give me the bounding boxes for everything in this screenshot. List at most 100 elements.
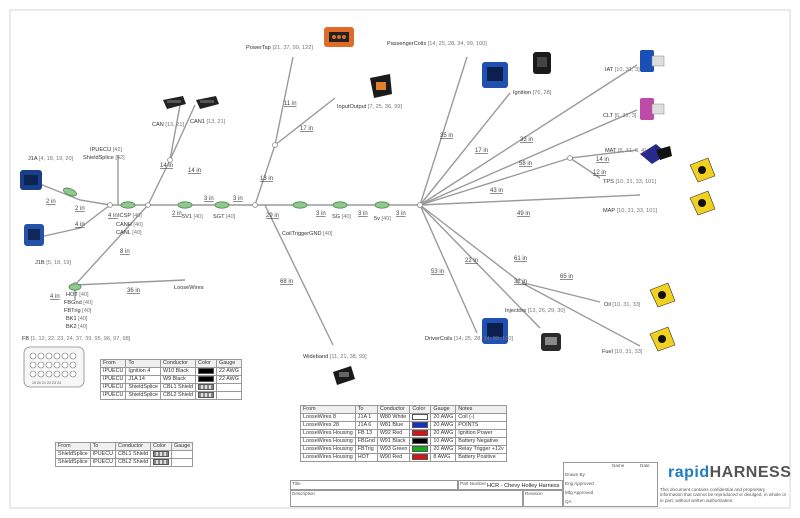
map-label: MAP [10, 31, 33, 101] — [603, 208, 657, 214]
powertap-connector-icon — [324, 27, 354, 47]
wire-color-swatch — [412, 413, 429, 420]
bk1-label: BK1 [40] — [66, 316, 88, 322]
mat-label: MAT [8, 31, 0, 4] — [605, 148, 646, 154]
ignition-label: Ignition [76, 28] — [513, 90, 552, 96]
clt-sensor-icon — [640, 98, 665, 120]
table-cell-conductor: CBL1 Shield — [160, 382, 197, 392]
wire-color-swatch — [412, 429, 429, 436]
j1b-label: J1B [5, 18, 19] — [35, 260, 72, 266]
length-label: 4 in — [108, 213, 118, 219]
powertap-label: PowerTap [21, 37, 99, 122] — [246, 45, 313, 51]
hot-label: HOT [40] — [66, 292, 89, 298]
table-cell-from: IPUECU — [99, 390, 127, 400]
ignition-connector-icon — [533, 52, 551, 74]
oil-label: Oil [10, 31, 33] — [604, 302, 641, 308]
table-header-cell: Gauge — [216, 359, 242, 368]
length-label: 58 in — [519, 161, 532, 167]
table-cell-conductor: W92 Red — [376, 428, 411, 438]
wideband-connector-icon — [333, 366, 355, 385]
table-cell-conductor: W10 Black — [160, 366, 197, 376]
color-swatch-cell — [150, 449, 173, 459]
color-swatch-cell — [150, 457, 173, 467]
table-cell-conductor: W91 Black — [376, 436, 411, 446]
table-header-cell: To — [89, 442, 117, 451]
table-header-cell: Gauge — [171, 442, 194, 451]
junction-node — [272, 142, 278, 148]
fuel-sensor-icon — [649, 326, 676, 352]
length-label: 3 in — [233, 196, 243, 202]
length-label: 68 in — [280, 279, 293, 285]
table-header-cell: Gauge — [430, 405, 457, 414]
j1a-label: J1A [4, 18, 19, 20] — [28, 156, 74, 162]
table-cell-conductor: CBL1 Shield — [115, 449, 152, 459]
junction-node — [107, 202, 113, 208]
table-cell-notes: Coil (-) — [455, 412, 507, 422]
table-cell-from: LooseWires Housing — [300, 436, 356, 446]
table-cell-conductor: W9 Black — [160, 374, 197, 384]
sleeve — [68, 283, 82, 291]
length-label: 2 in — [75, 206, 85, 212]
table-header-cell: Color — [150, 442, 173, 451]
table-cell-conductor: W81 Blue — [376, 420, 411, 430]
table-cell-to: IPUECU — [89, 449, 117, 459]
color-swatch-cell — [409, 452, 432, 462]
part-number-cell — [458, 480, 563, 490]
sleeves — [62, 187, 390, 291]
color-swatch-cell — [409, 420, 432, 430]
length-label: 49 in — [517, 211, 530, 217]
length-label: 32 in — [514, 279, 527, 285]
wire-color-swatch — [412, 445, 429, 452]
length-label: 4 in — [75, 222, 85, 228]
fb-fuse-block-icon: 19 20 21 22 23 24 — [23, 346, 85, 388]
inputoutput-connector-icon — [370, 74, 392, 98]
table-header-cell: From — [55, 442, 91, 451]
wire-color-swatch — [412, 421, 429, 428]
wire-color-swatch — [198, 375, 215, 382]
confidential-notice: This document contains confidential and … — [660, 487, 787, 503]
length-label: 29 in — [266, 213, 279, 219]
5v-label: 5v [40] — [374, 216, 391, 222]
ipuecu-label: IPUECU [42] — [90, 147, 122, 153]
table-cell-gauge: 20 AWG — [430, 412, 457, 422]
canl-label: CANL [40] — [116, 230, 142, 236]
table-cell-to: J1A 14 — [125, 374, 162, 384]
shieldsplice-label: ShieldSplice [42] — [83, 155, 125, 161]
sleeve — [62, 187, 78, 197]
table-cell-to: IPUECU — [89, 457, 117, 467]
iat-sensor-icon — [640, 50, 665, 72]
length-label: 2 in — [172, 211, 182, 217]
length-label: 17 in — [300, 126, 313, 132]
table-cell-notes: Battery Negative — [455, 436, 507, 446]
table-header-cell: From — [99, 359, 127, 368]
table-header-cell: Color — [409, 405, 432, 414]
table-cell-to: ShieldSplice — [125, 390, 162, 400]
table-header-cell: To — [125, 359, 162, 368]
color-swatch-cell — [195, 382, 218, 392]
length-label: 43 in — [490, 188, 503, 194]
drivercoils-connector-icon — [482, 318, 508, 344]
can-connector-icon — [163, 96, 186, 109]
table-cell-notes: Battery Positive — [455, 452, 507, 462]
junction-node — [517, 279, 523, 285]
table-cell-gauge: 20 AWG — [430, 420, 457, 430]
table-cell-to: HOT — [354, 452, 378, 462]
connectors: 19 20 21 22 23 24 — [20, 27, 716, 388]
coiltrigger-label: CoilTriggerGND [40] — [282, 231, 333, 237]
junction-node — [567, 155, 573, 161]
length-label: 65 in — [560, 274, 573, 280]
description-cell — [290, 490, 523, 507]
loosewires-label: LooseWires — [174, 285, 204, 291]
junction-node — [145, 202, 151, 208]
wire-color-swatch — [198, 391, 215, 398]
color-swatch-cell — [195, 366, 218, 376]
color-swatch-cell — [409, 444, 432, 454]
table-header-cell: From — [300, 405, 356, 414]
component-labels: PowerTap [21, 37, 99, 122] InputOutput [… — [22, 41, 657, 360]
